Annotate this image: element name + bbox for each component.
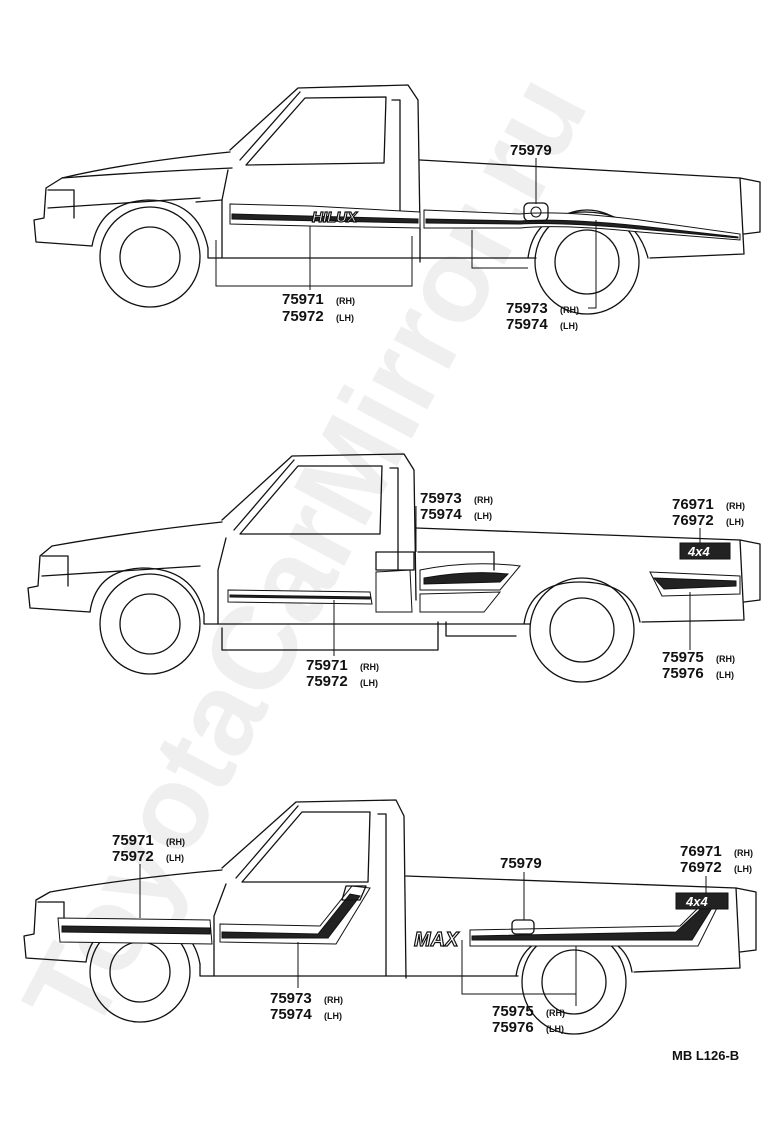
truck-1-callout-1-part: 75979 bbox=[510, 142, 552, 159]
truck-3-callout-4-side: (RH) bbox=[734, 848, 753, 858]
truck-3-badge: MAX bbox=[414, 929, 460, 951]
truck-3-callout-9-side: (LH) bbox=[546, 1024, 564, 1034]
truck-3-callout-2-side: (LH) bbox=[166, 853, 184, 863]
truck-3-callout-6-side: (RH) bbox=[324, 995, 343, 1005]
truck-1: HILUX 75979 75971 (RH) 75972 (LH) 75973 … bbox=[33, 84, 761, 333]
truck-2-callout-8-part: 75976 bbox=[662, 665, 704, 682]
truck-3-callout-7-side: (LH) bbox=[324, 1011, 342, 1021]
truck-1-badge: HILUX bbox=[312, 209, 358, 226]
truck-3-callout-8-part: 75975 bbox=[492, 1003, 534, 1020]
truck-2-callout-7-side: (RH) bbox=[716, 654, 735, 664]
truck-2: 4x4 75973 (RH) 75974 (LH) 76971 (RH) 769… bbox=[27, 453, 761, 690]
truck-3-callout-4-part: 76971 bbox=[680, 843, 722, 860]
truck-1-leader-75973 bbox=[588, 220, 597, 309]
truck-2-callout-6-part: 75972 bbox=[306, 673, 348, 690]
truck-2-callout-5-part: 75971 bbox=[306, 657, 348, 674]
truck-2-body bbox=[27, 453, 761, 683]
truck-2-callout-3-part: 76971 bbox=[672, 496, 714, 513]
truck-2-callout-6-side: (LH) bbox=[360, 678, 378, 688]
truck-3-callout-5-part: 76972 bbox=[680, 859, 722, 876]
truck-2-callout-2-part: 75974 bbox=[420, 506, 462, 523]
truck-3-callout-7-part: 75974 bbox=[270, 1006, 312, 1023]
truck-1-callout-2-side: (RH) bbox=[336, 296, 355, 306]
truck-2-callout-8-side: (LH) bbox=[716, 670, 734, 680]
truck-2-callout-5-side: (RH) bbox=[360, 662, 379, 672]
truck-2-callout-4-side: (LH) bbox=[726, 517, 744, 527]
truck-3: MAX 4x4 75971 (RH) 75972 (LH) 75979 7697… bbox=[23, 799, 757, 1036]
truck-2-callout-2-side: (LH) bbox=[474, 511, 492, 521]
truck-3-callout-2-part: 75972 bbox=[112, 848, 154, 865]
truck-3-callout-1-part: 75971 bbox=[112, 832, 154, 849]
truck-3-callout-8-side: (RH) bbox=[546, 1008, 565, 1018]
truck-2-callout-1-side: (RH) bbox=[474, 495, 493, 505]
truck-2-callout-4-part: 76972 bbox=[672, 512, 714, 529]
truck-1-callout-3-side: (LH) bbox=[336, 313, 354, 323]
truck-1-callout-5-part: 75974 bbox=[506, 316, 548, 333]
truck-1-callout-2-part: 75971 bbox=[282, 291, 324, 308]
truck-2-callout-3-side: (RH) bbox=[726, 501, 745, 511]
truck-3-callout-5-side: (LH) bbox=[734, 864, 752, 874]
truck-1-callout-4-part: 75973 bbox=[506, 300, 548, 317]
truck-2-callout-1-part: 75973 bbox=[420, 490, 462, 507]
truck-1-callout-3-part: 75972 bbox=[282, 308, 324, 325]
truck-3-callout-3-part: 75979 bbox=[500, 855, 542, 872]
truck-3-callout-1-side: (RH) bbox=[166, 837, 185, 847]
drawing-reference: MB L126-B bbox=[672, 1048, 739, 1063]
truck-2-callout-7-part: 75975 bbox=[662, 649, 704, 666]
truck-3-badge-2: 4x4 bbox=[685, 894, 708, 909]
watermark: ToyotaCarMirror.ru bbox=[0, 54, 613, 1052]
truck-1-body bbox=[33, 84, 761, 315]
truck-3-callout-9-part: 75976 bbox=[492, 1019, 534, 1036]
truck-1-callout-5-side: (LH) bbox=[560, 321, 578, 331]
truck-2-badge: 4x4 bbox=[687, 544, 710, 559]
truck-1-callout-4-side: (RH) bbox=[560, 305, 579, 315]
truck-3-callout-6-part: 75973 bbox=[270, 990, 312, 1007]
truck-3-body bbox=[23, 799, 757, 1035]
